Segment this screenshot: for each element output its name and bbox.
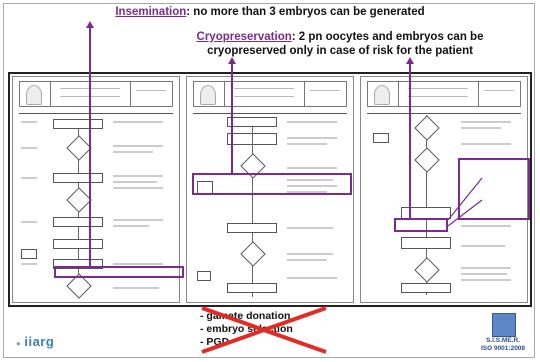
insemination-title: Insemination: no more than 3 embryos can… bbox=[0, 6, 540, 18]
document-logo-icon bbox=[200, 85, 216, 105]
iso-certification: ISO 9001:2008 bbox=[480, 345, 526, 352]
cryopreservation-keyword: Cryopreservation bbox=[196, 31, 292, 43]
cryo-arrow-2 bbox=[409, 60, 411, 218]
cryopreservation-title: Cryopreservation: 2 pn oocytes and embry… bbox=[150, 30, 530, 58]
insemination-highlight bbox=[54, 266, 184, 278]
document-header bbox=[367, 81, 521, 107]
procedure-document-3 bbox=[360, 76, 528, 303]
document-logo-icon bbox=[26, 85, 42, 105]
insemination-arrow bbox=[89, 24, 91, 266]
cryopreservation-highlight-1 bbox=[192, 173, 352, 195]
cryo-arrow-2-head bbox=[406, 57, 414, 64]
iiarg-logo-text: iiarg bbox=[24, 334, 55, 349]
red-cross-icon bbox=[201, 306, 327, 354]
insemination-keyword: Insemination bbox=[115, 6, 187, 18]
procedure-document-2 bbox=[186, 76, 354, 303]
cryopreservation-highlight-2 bbox=[458, 158, 530, 220]
cryopreservation-line2: cryopreserved only in case of risk for t… bbox=[207, 45, 473, 57]
cryopreservation-highlight-3 bbox=[394, 218, 448, 232]
bullet-gamete-donation: - gamete donation bbox=[200, 310, 291, 322]
cryopreservation-line1: : 2 pn oocytes and embryos can be bbox=[291, 31, 484, 43]
insemination-arrow-head bbox=[86, 21, 94, 28]
iiarg-logo: ●iiarg bbox=[16, 334, 55, 349]
sismer-name: S.I.S.ME.R. bbox=[486, 337, 520, 344]
sismer-emblem-icon bbox=[492, 313, 516, 337]
insemination-text: : no more than 3 embryos can be generate… bbox=[186, 6, 425, 18]
sismer-iso-logo: S.I.S.ME.R. ISO 9001:2008 bbox=[478, 313, 528, 353]
cryo-arrow-1 bbox=[231, 60, 233, 173]
procedure-document-1 bbox=[12, 76, 180, 303]
document-logo-icon bbox=[374, 85, 390, 105]
cryo-arrow-1-head bbox=[228, 57, 236, 64]
document-header bbox=[193, 81, 347, 107]
